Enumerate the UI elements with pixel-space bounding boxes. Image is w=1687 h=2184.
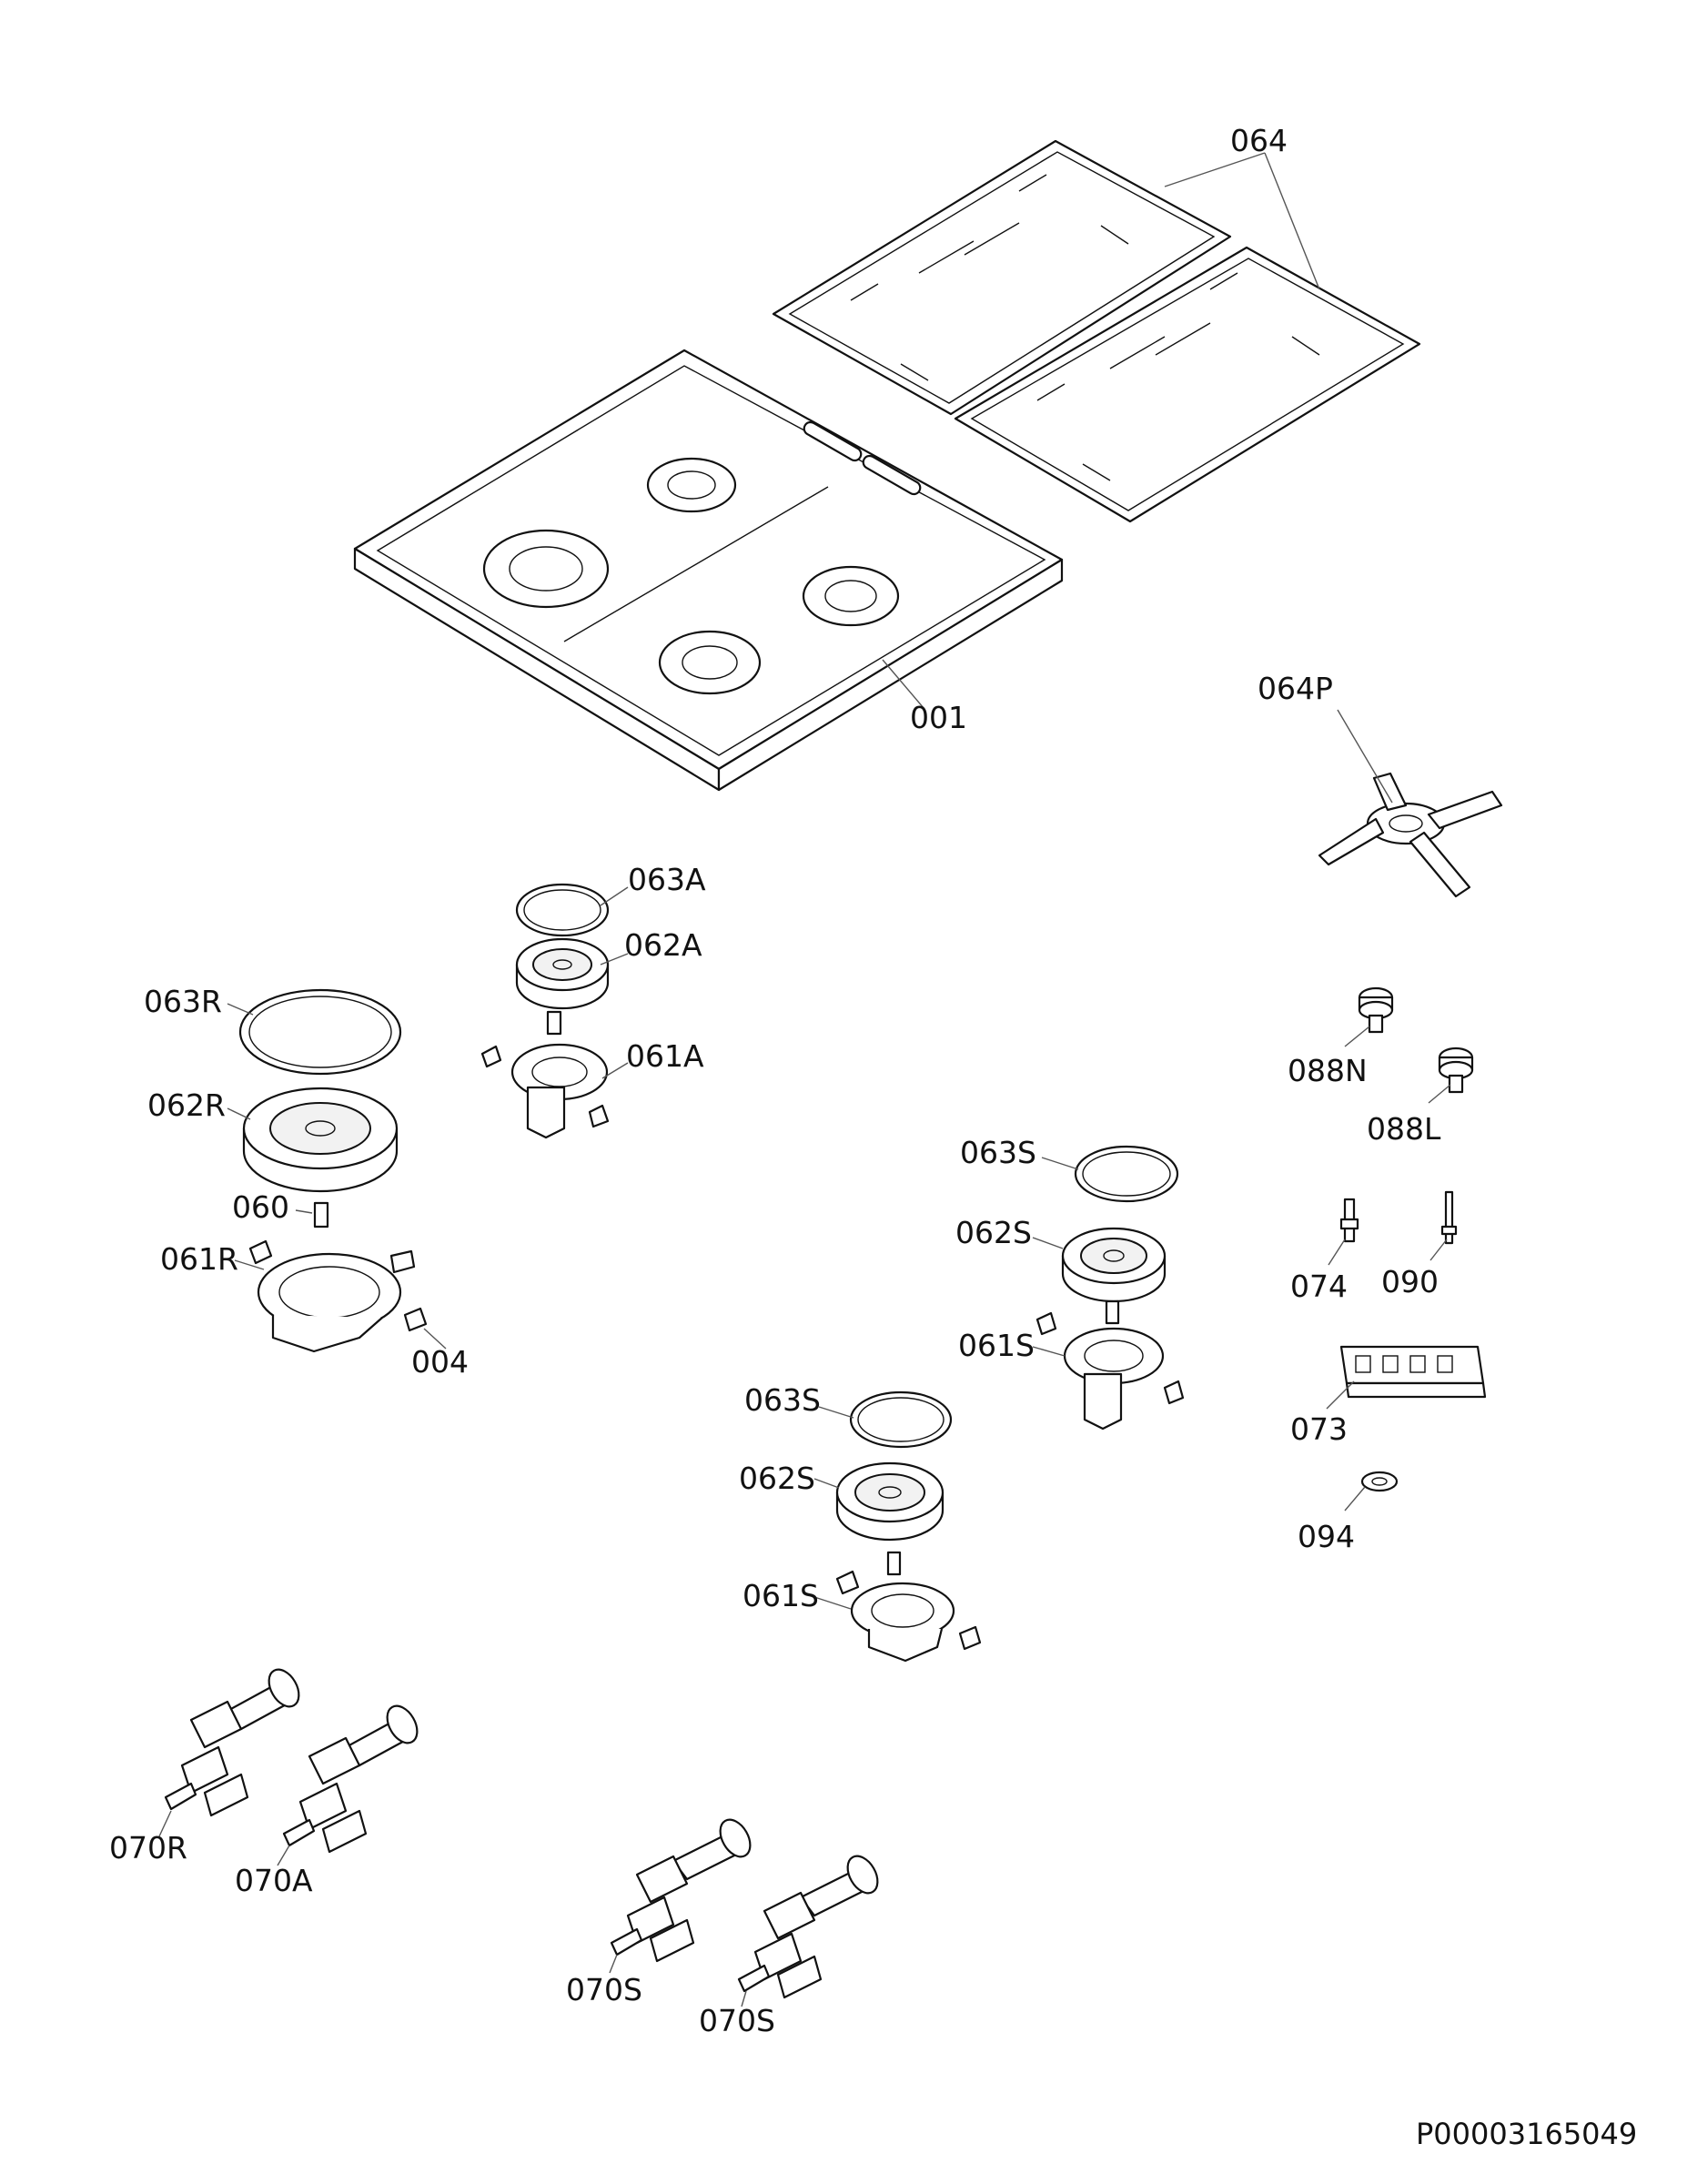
burner-base-061S-b[interactable] bbox=[835, 1570, 982, 1663]
hob-burner-hole-right bbox=[802, 565, 900, 627]
leader-094 bbox=[1344, 1486, 1366, 1512]
ignition-electrode-074[interactable] bbox=[1339, 1198, 1359, 1243]
label-063S-a: 063S bbox=[960, 1135, 1036, 1170]
label-088L: 088L bbox=[1367, 1111, 1441, 1147]
flame-spreader-062S-a[interactable] bbox=[1061, 1227, 1167, 1303]
leader-004 bbox=[423, 1328, 447, 1350]
burner-base-061R[interactable] bbox=[248, 1239, 416, 1353]
label-070S-b: 070S bbox=[699, 2003, 775, 2038]
flame-spreader-062A[interactable] bbox=[515, 937, 610, 1010]
leader-062R bbox=[227, 1107, 251, 1120]
burner-cap-063R[interactable] bbox=[238, 988, 402, 1076]
leader-064-a bbox=[1164, 152, 1266, 187]
knob-bushing-088N[interactable] bbox=[1358, 986, 1394, 1034]
pan-support-left[interactable] bbox=[772, 139, 1232, 416]
clip-004[interactable] bbox=[403, 1307, 428, 1332]
leader-070S-a bbox=[609, 1954, 618, 1974]
label-001: 001 bbox=[910, 700, 967, 735]
label-060: 060 bbox=[232, 1189, 289, 1225]
label-061S-b: 061S bbox=[742, 1578, 819, 1613]
label-070R: 070R bbox=[109, 1830, 187, 1866]
burner-cap-063S-a[interactable] bbox=[1074, 1145, 1179, 1203]
burner-cap-063A[interactable] bbox=[515, 883, 610, 937]
leader-064P bbox=[1337, 709, 1393, 804]
gas-valve-070S-a[interactable] bbox=[610, 1815, 756, 1963]
hob-burner-hole-large bbox=[482, 529, 610, 609]
flame-spreader-062R[interactable] bbox=[242, 1087, 399, 1193]
leader-061R bbox=[234, 1259, 265, 1270]
ignition-generator-073[interactable] bbox=[1339, 1345, 1487, 1399]
leader-061A bbox=[601, 1062, 629, 1079]
label-063R: 063R bbox=[144, 984, 222, 1019]
label-062S-a: 062S bbox=[955, 1215, 1032, 1250]
label-063A: 063A bbox=[628, 862, 706, 897]
label-094: 094 bbox=[1298, 1519, 1355, 1554]
label-074: 074 bbox=[1290, 1269, 1348, 1304]
leader-090 bbox=[1429, 1239, 1448, 1261]
pan-support-right[interactable] bbox=[954, 246, 1421, 523]
wok-support[interactable] bbox=[1318, 772, 1503, 898]
leader-064-b bbox=[1264, 152, 1320, 290]
label-062R: 062R bbox=[147, 1087, 226, 1123]
hob-burner-hole-rear bbox=[646, 457, 737, 513]
gas-valve-070R[interactable] bbox=[164, 1664, 305, 1817]
leader-063R bbox=[227, 1003, 254, 1016]
washer-094[interactable] bbox=[1360, 1471, 1399, 1492]
label-063S-b: 063S bbox=[744, 1382, 821, 1418]
leader-061S-a bbox=[1032, 1346, 1066, 1357]
label-073: 073 bbox=[1290, 1411, 1348, 1447]
label-062A: 062A bbox=[624, 927, 702, 963]
injector-061A[interactable] bbox=[546, 1010, 562, 1036]
label-064P: 064P bbox=[1258, 671, 1333, 706]
gas-valve-070S-b[interactable] bbox=[737, 1851, 884, 1999]
leader-063S-b bbox=[818, 1406, 854, 1419]
flame-spreader-062S-b[interactable] bbox=[835, 1461, 945, 1542]
burner-base-061S-a[interactable] bbox=[1035, 1311, 1185, 1431]
label-061A: 061A bbox=[626, 1038, 704, 1074]
burner-base-061A[interactable] bbox=[480, 1043, 610, 1139]
leader-073 bbox=[1326, 1380, 1355, 1410]
leader-088L bbox=[1428, 1084, 1451, 1104]
knob-bushing-088L[interactable] bbox=[1438, 1046, 1474, 1094]
injector-061S-a[interactable] bbox=[1105, 1299, 1120, 1325]
leader-001 bbox=[882, 659, 924, 709]
leader-074 bbox=[1328, 1239, 1346, 1266]
thermocouple-090[interactable] bbox=[1440, 1190, 1458, 1245]
hob-top-plate[interactable] bbox=[353, 349, 1064, 792]
gas-valve-070A[interactable] bbox=[282, 1701, 423, 1854]
leader-088N bbox=[1344, 1026, 1370, 1047]
injector-061S-b[interactable] bbox=[886, 1551, 902, 1576]
label-090: 090 bbox=[1381, 1264, 1439, 1299]
label-070A: 070A bbox=[235, 1863, 313, 1898]
leader-070R bbox=[158, 1810, 172, 1837]
label-061S-a: 061S bbox=[958, 1328, 1035, 1363]
label-061R: 061R bbox=[160, 1241, 238, 1277]
leader-070A bbox=[277, 1845, 290, 1866]
label-064: 064 bbox=[1230, 123, 1288, 158]
hob-burner-hole-front bbox=[658, 630, 762, 695]
leader-063A bbox=[600, 886, 629, 906]
leader-061S-b bbox=[813, 1596, 852, 1610]
leader-070S-b bbox=[741, 1990, 747, 2007]
leader-063S-a bbox=[1041, 1157, 1079, 1170]
label-004: 004 bbox=[411, 1344, 469, 1380]
burner-cap-063S-b[interactable] bbox=[849, 1390, 953, 1449]
leader-062S-b bbox=[813, 1478, 840, 1489]
leader-062A bbox=[600, 953, 629, 966]
label-070S-a: 070S bbox=[566, 1972, 642, 2007]
leader-062S-a bbox=[1032, 1237, 1064, 1249]
drawing-reference-number: P00003165049 bbox=[1416, 2117, 1637, 2151]
label-088N: 088N bbox=[1288, 1053, 1368, 1088]
injector-060[interactable] bbox=[313, 1201, 329, 1228]
label-062S-b: 062S bbox=[739, 1461, 815, 1496]
leader-060 bbox=[295, 1209, 313, 1214]
